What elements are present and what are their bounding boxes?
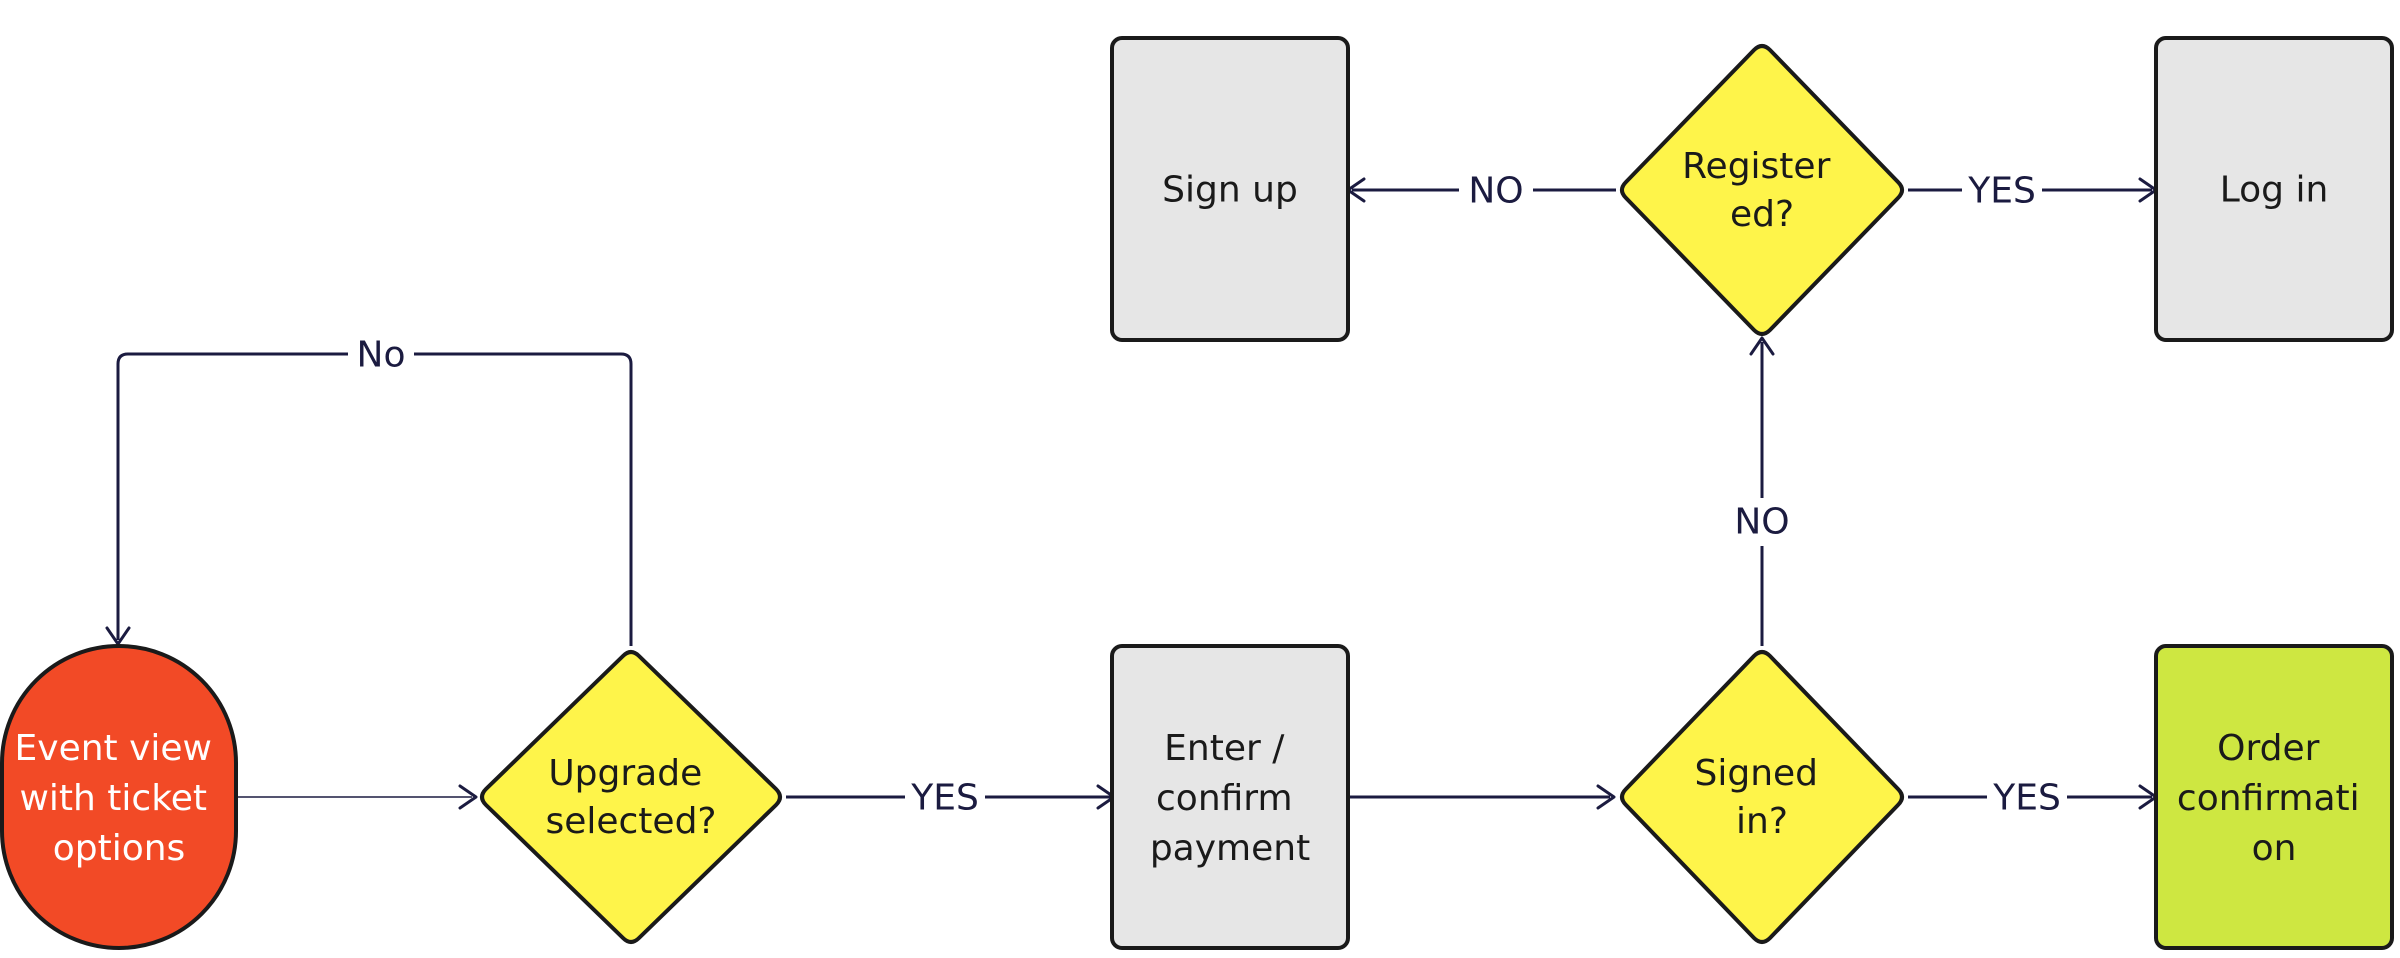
log-in-box: [2154, 36, 2394, 342]
node-order-line-3: on: [2252, 828, 2297, 869]
payment-box: [1110, 644, 1350, 950]
edge-signed-in-no: NO: [1730, 336, 1794, 646]
node-log-in[interactable]: Log in: [2154, 36, 2394, 342]
node-signed-in-line-2: in?: [1736, 801, 1788, 842]
node-start[interactable]: Event view with ticket options: [0, 644, 238, 950]
node-registered-line-1: Register: [1682, 146, 1830, 187]
node-upgrade-line-1: Upgrade: [548, 753, 702, 794]
order-box: [2154, 644, 2394, 950]
edge-label-registered-no: NO: [1468, 171, 1523, 212]
svg-text:Register ed?: Register ed?: [1682, 146, 1842, 235]
edge-label-upgrade-no: No: [357, 335, 406, 376]
svg-text:Enter / confirm pa: Enter / confirm payment: [1150, 728, 1310, 869]
node-signed-in-line-1: Signed: [1695, 753, 1819, 794]
svg-text:Signed in?: Signed in?: [1695, 753, 1830, 842]
node-sign-up-label: Sign up: [1162, 170, 1298, 211]
node-registered-line-2: ed?: [1730, 194, 1794, 235]
svg-text:Event view with ticket: Event view with ticket options: [15, 728, 224, 869]
edge-label-signed-in-yes: YES: [1992, 778, 2061, 819]
edge-upgrade-yes: YES: [786, 773, 1116, 821]
svg-text:Upgrade selected?: Upgrade selected?: [545, 753, 716, 842]
upgrade-diamond: [480, 650, 782, 944]
edge-signed-in-yes: YES: [1908, 773, 2158, 821]
node-upgrade-selected[interactable]: Upgrade selected?: [480, 650, 782, 944]
start-shape: [0, 644, 238, 950]
node-registered[interactable]: Register ed?: [1620, 44, 1904, 336]
node-start-line-1: Event view: [15, 728, 212, 769]
node-order-confirmation[interactable]: Order confirmati on: [2154, 644, 2394, 950]
node-start-line-2: with ticket: [19, 778, 207, 819]
node-upgrade-line-2: selected?: [545, 801, 716, 842]
node-sign-up[interactable]: Sign up: [1110, 36, 1350, 342]
node-order-line-1: Order: [2217, 728, 2320, 769]
node-order-line-2: confirmati: [2177, 778, 2360, 819]
edge-registered-no: NO: [1346, 166, 1616, 214]
edge-upgrade-no: No: [105, 330, 633, 646]
edge-registered-yes: YES: [1908, 166, 2158, 214]
edge-label-registered-yes: YES: [1967, 171, 2036, 212]
edge-label-signed-in-no: NO: [1734, 502, 1789, 543]
sign-up-box: [1110, 36, 1350, 342]
signed-in-diamond: [1620, 650, 1904, 944]
node-payment-line-3: payment: [1150, 828, 1310, 869]
edge-payment-to-signed-in: [1350, 784, 1616, 810]
edge-label-upgrade-yes: YES: [910, 778, 979, 819]
registered-diamond: [1620, 44, 1904, 336]
edge-start-to-upgrade: [238, 784, 478, 810]
node-signed-in[interactable]: Signed in?: [1620, 650, 1904, 944]
node-start-line-3: options: [53, 828, 186, 869]
svg-text:Order confirmati o: Order confirmati on: [2177, 728, 2371, 869]
node-payment[interactable]: Enter / confirm payment: [1110, 644, 1350, 950]
node-payment-line-1: Enter /: [1164, 728, 1285, 769]
node-log-in-label: Log in: [2220, 170, 2329, 211]
node-payment-line-2: confirm: [1156, 778, 1293, 819]
